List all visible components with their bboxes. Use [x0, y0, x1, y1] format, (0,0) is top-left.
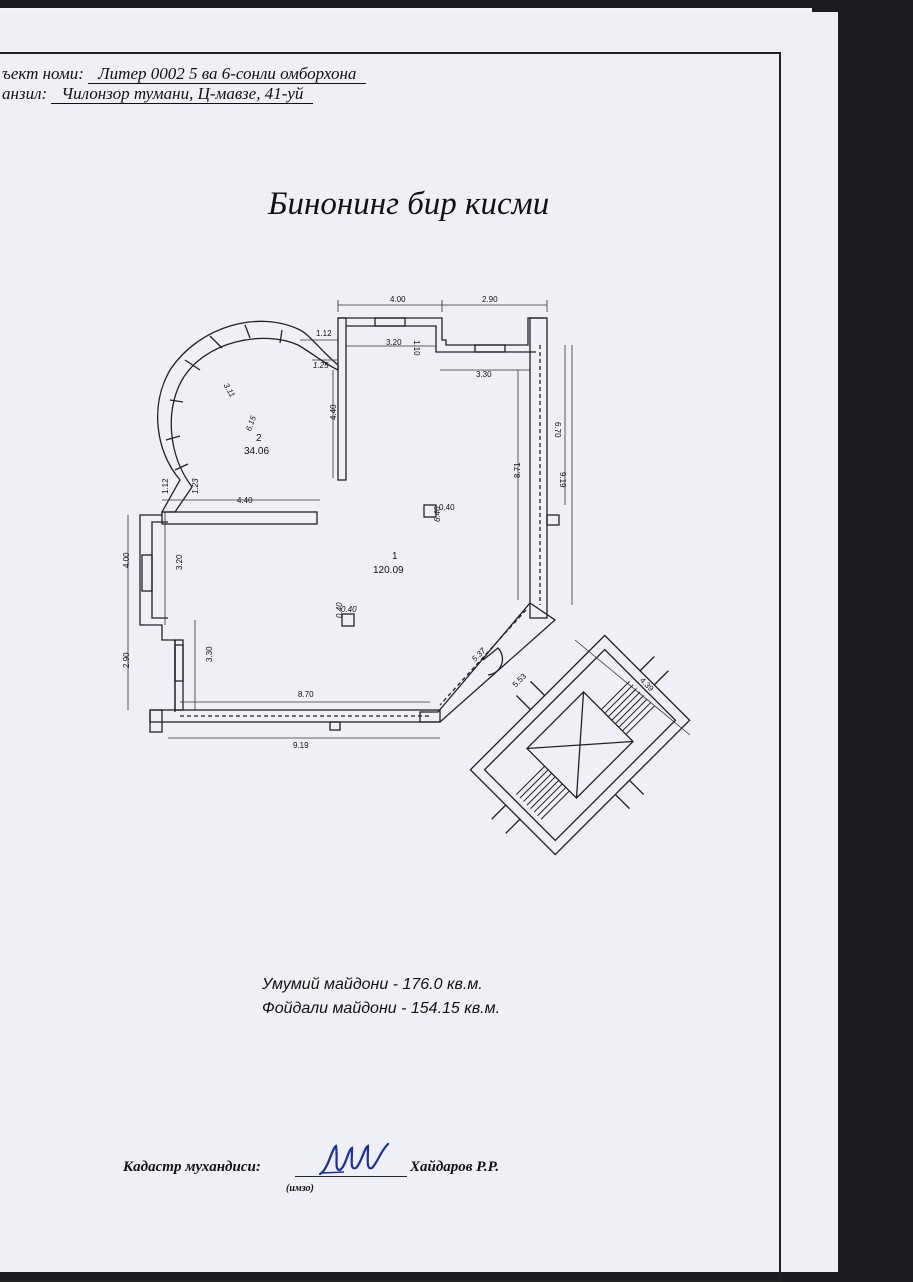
dim-label: 8.71: [513, 462, 522, 478]
engineer-name: Хайдаров Р.Р.: [410, 1159, 500, 1175]
dim-label: 3.20: [386, 338, 402, 347]
dim-label: 0.40: [341, 605, 357, 614]
dim-label: 2.90: [482, 295, 498, 304]
dim-label: 5.53: [511, 671, 529, 689]
dim-label: 0.40: [439, 503, 455, 512]
dim-label: 4.00: [390, 295, 406, 304]
dim-label: 6.70: [553, 422, 562, 438]
dim-label: 1.25: [313, 361, 329, 370]
dim-label: 4.40: [329, 404, 338, 420]
dim-label: 3.30: [205, 646, 214, 662]
dim-label: 6.40: [433, 506, 442, 522]
dim-label: 1.10: [412, 340, 421, 356]
dim-label: 4.40: [237, 496, 253, 505]
total-area: Умумий майдони - 176.0 кв.м.: [262, 976, 483, 993]
dim-label: 8.70: [298, 690, 314, 699]
room-2-area: 34.06: [244, 446, 269, 457]
dim-label: 0.40: [335, 602, 344, 618]
signature-icon: [318, 1142, 390, 1176]
room-2-number: 2: [256, 433, 262, 444]
object-name-value: Литер 0002 5 ва 6-сонли омборхона: [88, 64, 367, 84]
signature-label: Кадастр мухандиси:: [123, 1159, 261, 1175]
address-line: анзил: Чилонзор тумани, Ц-мавзе, 41-уй: [2, 84, 314, 104]
dim-label: 1.23: [191, 478, 200, 494]
object-name-label: ъект номи:: [2, 64, 84, 83]
dim-label: 5.37: [470, 646, 488, 664]
dim-label: 9.19: [558, 472, 567, 488]
object-name-line: ъект номи: Литер 0002 5 ва 6-сонли омбор…: [2, 64, 367, 84]
dim-label: 2.90: [122, 652, 131, 668]
dim-label: 4.39: [638, 676, 656, 694]
dim-label: 1.12: [316, 329, 332, 338]
page-title: Бинонинг бир кисми: [268, 186, 550, 222]
dim-label: 9.19: [293, 741, 309, 750]
signature-caption: (имзо): [286, 1183, 314, 1194]
dim-label: 1.12: [161, 478, 170, 494]
room-1-number: 1: [392, 551, 398, 562]
dim-label: 3.20: [175, 554, 184, 570]
address-label: анзил:: [2, 84, 48, 103]
address-value: Чилонзор тумани, Ц-мавзе, 41-уй: [51, 84, 314, 104]
document-page: [0, 12, 838, 1282]
dim-label: 6.15: [244, 414, 258, 432]
signature-line: [295, 1176, 407, 1177]
room-1-area: 120.09: [373, 565, 404, 576]
dim-label: 4.00: [122, 552, 131, 568]
dim-label: 3.30: [476, 370, 492, 379]
dim-label: 3.11: [222, 381, 237, 398]
useful-area: Фойдали майдони - 154.15 кв.м.: [262, 1000, 501, 1017]
